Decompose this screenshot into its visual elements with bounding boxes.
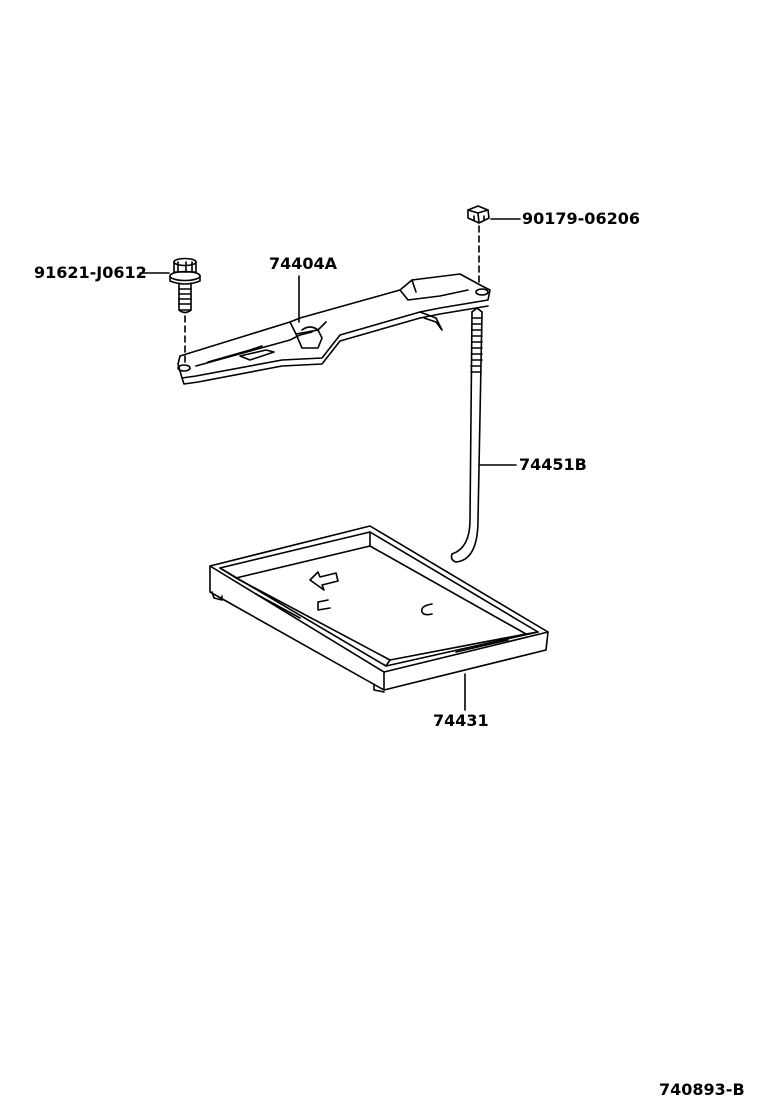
battery-clamp-part [177, 273, 491, 385]
clamp-part-number: 74404A [269, 254, 338, 273]
bolt-part-number: 91621-J0612 [34, 263, 147, 282]
nut-part [467, 205, 490, 224]
bolt-part [169, 257, 201, 314]
rod-part-number: 74451B [519, 455, 587, 474]
nut-part-number: 90179-06206 [522, 209, 640, 228]
figure-id: 740893-B [659, 1080, 745, 1099]
battery-tray-part [209, 525, 549, 693]
hold-down-rod-part [450, 307, 483, 563]
tray-part-number: 74431 [433, 711, 489, 730]
